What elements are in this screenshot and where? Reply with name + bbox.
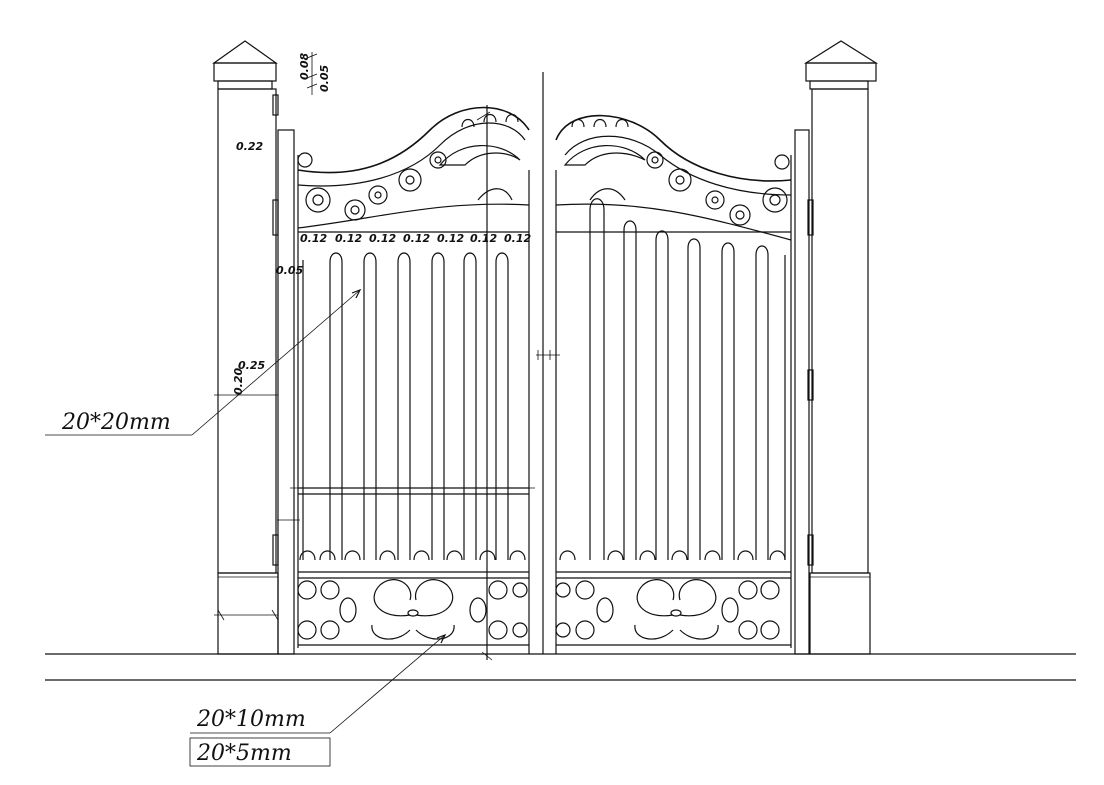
dimension-labels: 0.08 0.05 0.22 0.12 0.12 0.12 0.12 0.12 … [232,53,531,395]
ground-lines [45,653,1076,681]
dim-top-a: 0.08 [298,53,311,80]
dim-base-height: 0.20 [232,368,245,395]
leader-lines [45,288,447,767]
callout-20x5: 20*5mm [196,741,292,766]
left-bottom-panel [297,579,528,640]
callout-20x20: 20*20mm [61,410,171,435]
dim-spacing-6: 0.12 [470,232,497,245]
dim-spacing-3: 0.12 [369,232,396,245]
dimension-marks [214,52,560,661]
right-bottom-panel [555,579,780,640]
left-arch-scrollwork [297,106,530,229]
dim-top-b: 0.05 [318,65,331,92]
dim-spacing-2: 0.12 [335,232,362,245]
callout-20x10: 20*10mm [196,707,306,732]
dim-post-side: 0.22 [236,140,263,153]
dim-spacing-4: 0.12 [403,232,430,245]
dim-spacing-5: 0.12 [437,232,464,245]
right-pillar [803,40,879,655]
bottom-scroll-row [299,550,786,561]
left-vertical-bars [298,105,529,660]
left-pillar [212,40,279,655]
dim-spacing-7: 0.12 [504,232,531,245]
gate-frame [277,72,810,655]
material-callouts: 20*20mm 20*10mm 20*5mm [61,410,306,766]
right-arch-scrollwork [555,114,792,241]
dim-base-width: 0.25 [238,359,265,372]
right-vertical-bars [589,198,786,560]
dim-frame: 0.05 [276,264,303,277]
dim-spacing-1: 0.12 [300,232,327,245]
